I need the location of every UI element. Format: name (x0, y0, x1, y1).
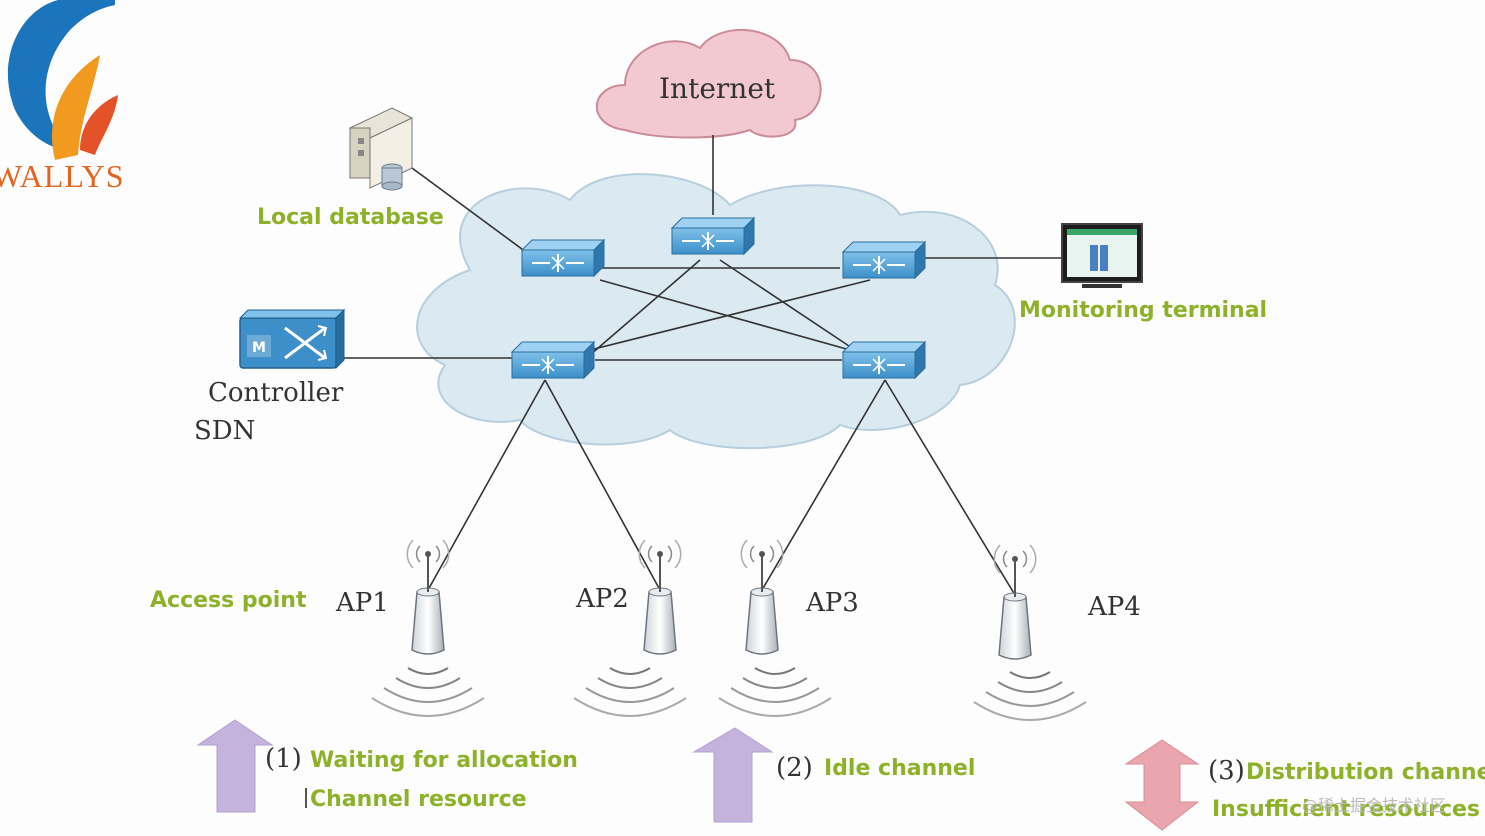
wifi-waves-icon (573, 667, 687, 717)
access-point-1-icon (406, 539, 450, 655)
switch-top-right (842, 241, 926, 279)
network-links (338, 135, 1062, 596)
double-arrow-icon (1124, 739, 1200, 831)
ap2-label: AP2 (576, 584, 629, 614)
controller-label: Controller (208, 378, 344, 408)
legend-2-number: (2) (776, 753, 813, 783)
up-arrow-icon (196, 719, 274, 813)
wifi-waves-icon (718, 667, 832, 717)
monitoring-terminal-label: Monitoring terminal (1019, 298, 1268, 323)
internet-cloud (595, 28, 822, 139)
access-point-2-icon (638, 539, 682, 655)
wallys-logo (7, 0, 118, 160)
legend-2-text: Idle channel (824, 756, 976, 781)
switch-top-left (521, 239, 605, 277)
switch-bottom-left (511, 341, 595, 379)
access-point-3-icon (740, 539, 784, 655)
logo-text: WALLYS (0, 158, 125, 194)
sdn-label: SDN (194, 416, 256, 446)
ap3-label: AP3 (806, 588, 859, 618)
database-server-icon (348, 107, 414, 191)
access-point-label: Access point (150, 588, 307, 613)
legend-1-line1: Waiting for allocation (310, 748, 578, 773)
legend-3-line2: Insufficient resources (1212, 797, 1481, 822)
internet-label: Internet (659, 72, 776, 105)
up-arrow-icon (692, 727, 774, 823)
legend-3-line1: Distribution channel (1246, 760, 1485, 785)
legend-1-number: (1) (265, 744, 302, 774)
sdn-controller-icon: M (238, 308, 346, 370)
legend-1-line2: Channel resource (310, 787, 527, 812)
wifi-waves-icon (973, 671, 1087, 721)
network-cloud (416, 173, 1016, 450)
switch-top-center (671, 217, 755, 255)
svg-text:M: M (252, 340, 266, 356)
monitor-icon (1061, 223, 1143, 288)
legend-3-number: (3) (1208, 756, 1245, 786)
watermark: @稀土掘金技术社区 (1302, 796, 1447, 815)
ap1-label: AP1 (336, 588, 389, 618)
switch-bottom-right (842, 341, 926, 379)
access-point-4-icon (993, 544, 1037, 660)
wifi-waves-icon (371, 667, 485, 717)
ap4-label: AP4 (1088, 592, 1141, 622)
local-database-label: Local database (257, 205, 444, 230)
